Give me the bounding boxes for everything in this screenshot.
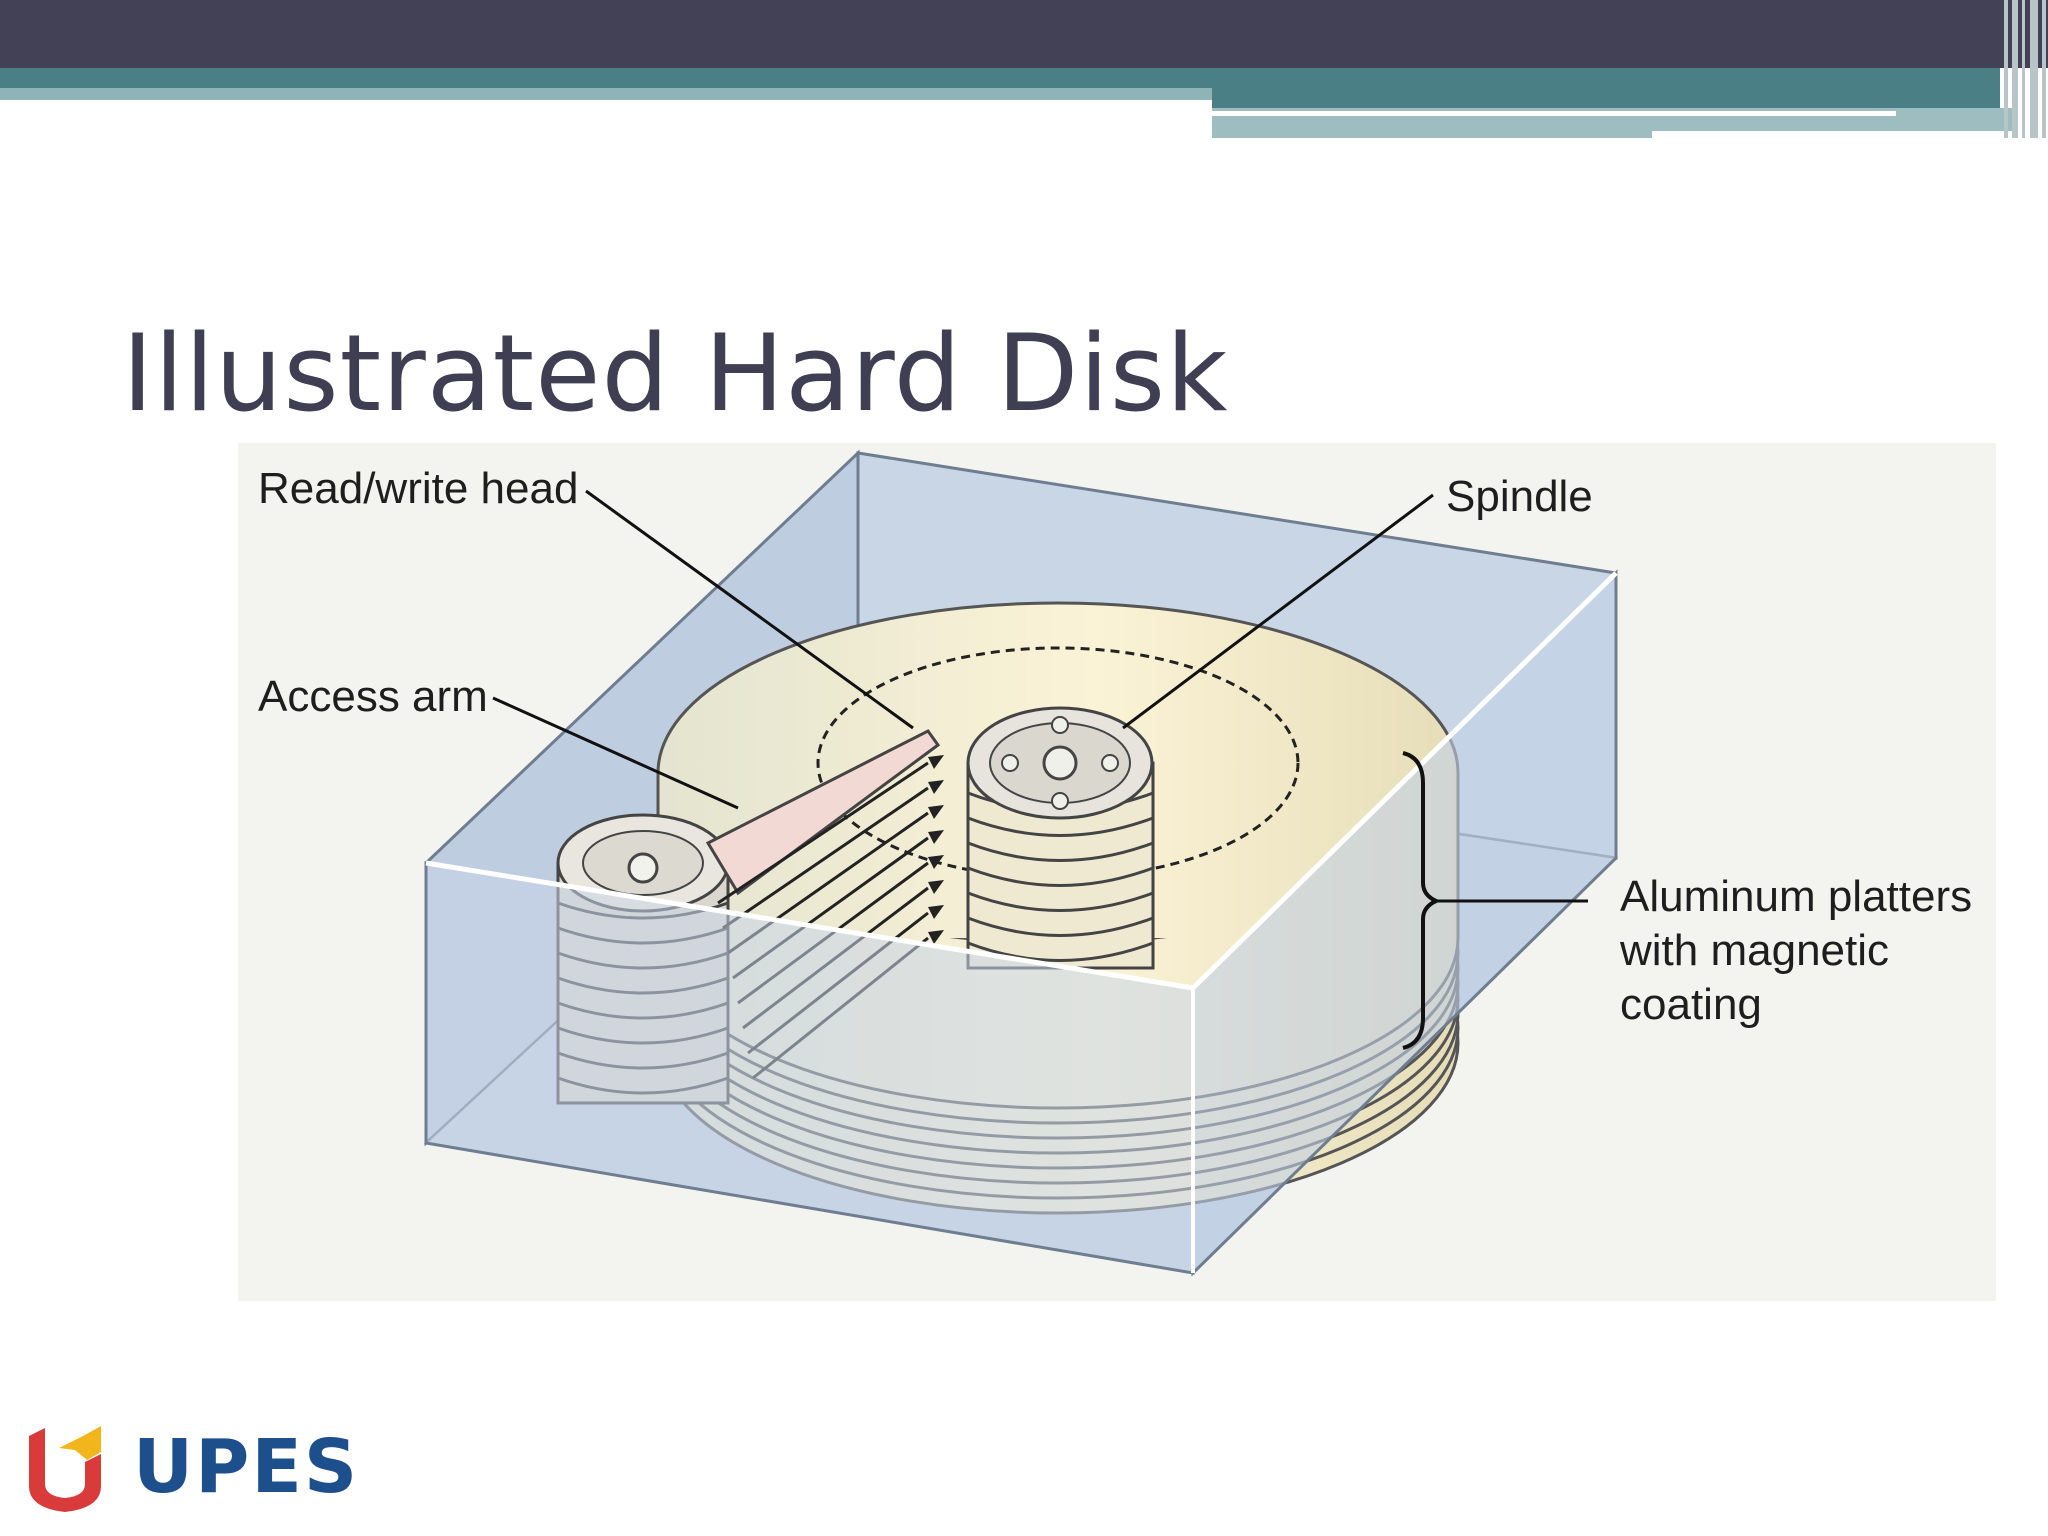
platters-label-line2: with magnetic [1619, 926, 1889, 975]
corner-ornament [2000, 0, 2048, 138]
accent-stripe-right [1212, 68, 2000, 108]
slide-title: Illustrated Hard Disk [122, 312, 1229, 435]
upes-logo-text: UPES [133, 1424, 360, 1510]
accent-stripe [0, 68, 1212, 88]
upes-logo-mark [29, 1426, 101, 1512]
platters-label-line3: coating [1620, 980, 1762, 1029]
case-edge-highlight [425, 860, 1194, 991]
accent-divider [1652, 131, 2012, 138]
hard-disk-diagram: Read/write head Access arm Spindle Alumi… [238, 443, 1996, 1301]
platters-label-line1: Aluminum platters [1620, 872, 1972, 921]
read-write-head-leader [585, 489, 914, 730]
read-write-head-label: Read/write head [258, 464, 578, 513]
spindle-leader [1122, 493, 1434, 730]
spindle-label: Spindle [1446, 472, 1593, 521]
spindle [966, 706, 1155, 970]
access-arm-label: Access arm [258, 672, 488, 721]
case-edge-highlight [1191, 571, 1618, 990]
top-bar [0, 0, 2048, 68]
upes-logo: UPES [25, 1420, 385, 1516]
accent-divider [1212, 111, 1896, 116]
access-arm-leader [492, 696, 739, 810]
accent-stripe-thin [0, 88, 1212, 100]
